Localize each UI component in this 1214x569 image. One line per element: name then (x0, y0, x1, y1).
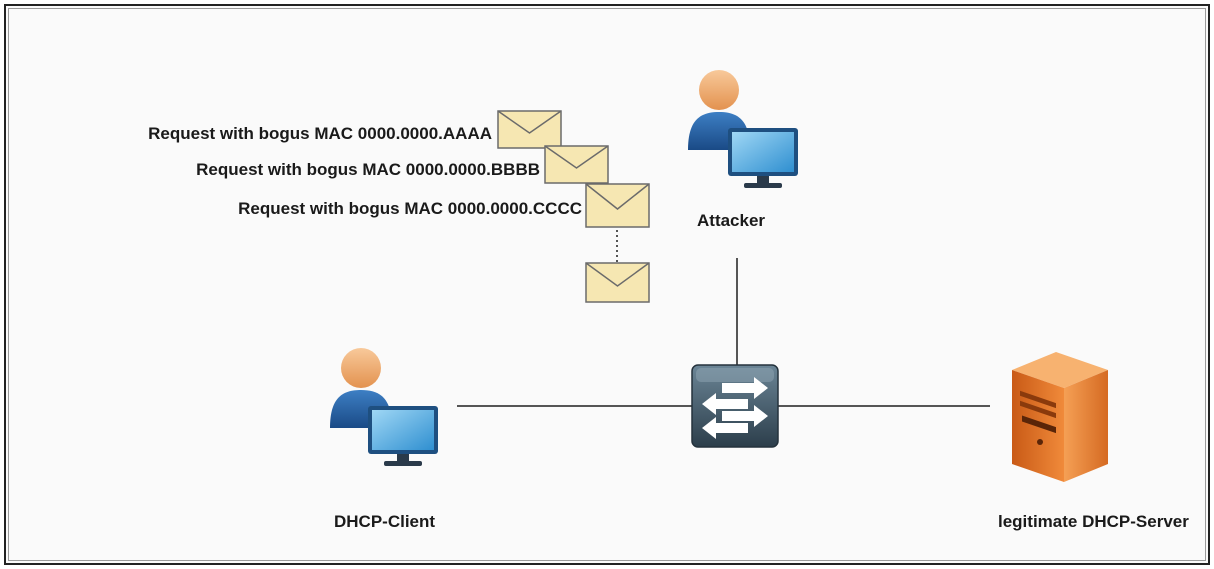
network-switch-icon (691, 364, 779, 448)
attacker-user-icon (688, 70, 798, 188)
request-label-bbbb: Request with bogus MAC 0000.0000.BBBB (196, 160, 540, 179)
envelope-icon (585, 183, 650, 228)
request-label-aaaa: Request with bogus MAC 0000.0000.AAAA (148, 124, 492, 143)
envelope-icon (544, 145, 609, 184)
server-label: legitimate DHCP-Server (998, 512, 1189, 531)
attacker-label: Attacker (697, 211, 766, 230)
request-label-cccc: Request with bogus MAC 0000.0000.CCCC (238, 199, 582, 218)
server-tower-icon (1012, 352, 1108, 482)
diagram-inner-border (8, 8, 1206, 561)
envelope-icon (497, 110, 562, 149)
envelope-icon (585, 262, 650, 303)
client-label: DHCP-Client (334, 512, 436, 531)
client-user-icon (330, 348, 438, 466)
